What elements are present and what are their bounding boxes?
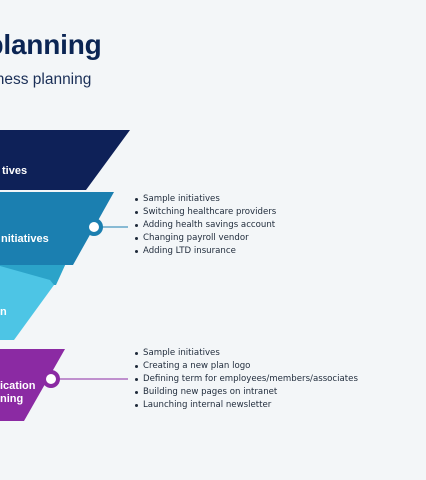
list-item: Switching healthcare providers: [134, 206, 276, 219]
tier-1-label: tives: [2, 165, 28, 177]
tier-4-label: n: [0, 306, 7, 318]
funnel-tier-2: [0, 192, 114, 265]
callout-list-2: Sample initiatives Creating a new plan l…: [134, 347, 358, 412]
tier-5-label-line-2: ning: [0, 393, 24, 405]
funnel-tier-5: [0, 349, 65, 421]
funnel-tier-1: [0, 130, 130, 190]
list-item: Changing payroll vendor: [134, 232, 276, 245]
list-item: Creating a new plan logo: [134, 360, 358, 373]
connector-node-1: [85, 218, 103, 236]
list-item: Building new pages on intranet: [134, 386, 358, 399]
funnel-tier-4: [0, 266, 54, 340]
list-item: Adding LTD insurance: [134, 245, 276, 258]
list-item: Defining term for employees/members/asso…: [134, 373, 358, 386]
list-item: Sample initiatives: [134, 347, 358, 360]
list-item: Sample initiatives: [134, 193, 276, 206]
tier-2-label: nitiatives: [1, 233, 49, 245]
connector-node-2: [42, 370, 60, 388]
tier-5-label-line-1: ication: [0, 380, 36, 392]
list-item: Launching internal newsletter: [134, 399, 358, 412]
page-subtitle: d influence business planning: [0, 71, 92, 88]
list-item: Adding health savings account: [134, 219, 276, 232]
callout-list-1: Sample initiatives Switching healthcare …: [134, 193, 276, 258]
page-title: usiness planning: [0, 29, 102, 60]
